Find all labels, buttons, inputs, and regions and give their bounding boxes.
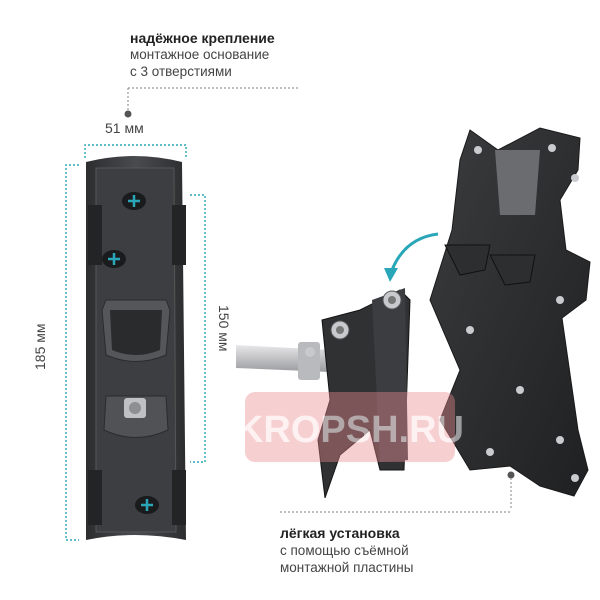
vesa-plate: [429, 127, 591, 497]
callout-bottom-title: лёгкая установка: [280, 525, 400, 541]
dim-width-label: 51 мм: [105, 120, 144, 136]
callout-top-connector: [124, 87, 298, 118]
wall-base-plate: [86, 156, 186, 540]
callout-bottom-line1: с помощью съёмной: [280, 543, 409, 558]
callout-top-line2: с 3 отверстиями: [130, 64, 232, 79]
mount-arm: [236, 342, 330, 380]
watermark-text: KROPSH.RU: [236, 409, 464, 451]
callout-top-title: надёжное крепление: [130, 30, 275, 46]
mounting-hole-2-icon: [102, 250, 126, 268]
watermark-logo: KROPSH.RU: [236, 392, 464, 462]
mounting-hole-3-icon: [135, 496, 159, 514]
installation-arrow-icon: [384, 232, 439, 282]
tilt-bracket: [305, 288, 411, 499]
dimension-lines: [65, 144, 206, 541]
callout-bottom-line2: монтажной пластины: [280, 560, 414, 575]
callout-top-line1: монтажное основание: [130, 47, 270, 62]
mounting-hole-1-icon: [122, 192, 146, 210]
callout-bottom-connector: [280, 471, 515, 513]
